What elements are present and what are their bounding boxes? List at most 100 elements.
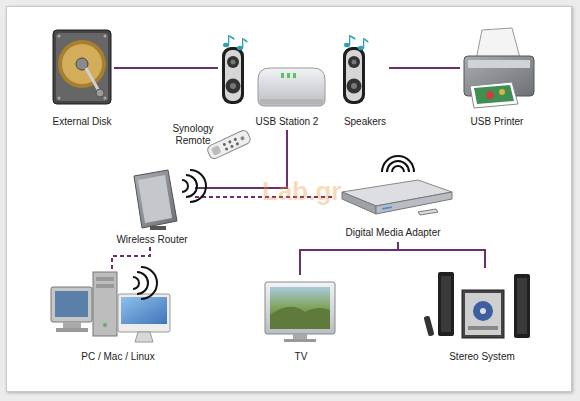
- device-label: USB Station 2: [237, 116, 337, 128]
- music-note-symbol: [229, 35, 234, 40]
- stereo-illustration: [441, 276, 451, 332]
- device-label: Digital Media Adapter: [323, 227, 463, 239]
- computer-illustration: [55, 291, 88, 317]
- music-note-symbol: [243, 38, 247, 43]
- remote-illustration: [240, 136, 245, 141]
- remote-illustration: [230, 144, 234, 148]
- computer-illustration: [121, 297, 167, 324]
- printer-illustration: [468, 60, 530, 68]
- stereo-illustration: [480, 308, 486, 314]
- music-note-symbol: [350, 35, 355, 40]
- computer-illustration: [103, 323, 107, 327]
- stereo-illustration: [473, 301, 493, 321]
- computer-illustration: [93, 272, 117, 336]
- cable-line: [300, 242, 398, 275]
- hard-disk-illustration: [58, 40, 106, 88]
- speaker-illustration: [222, 47, 244, 104]
- speaker-illustration: [227, 56, 239, 68]
- speaker-illustration: [225, 50, 241, 101]
- hard-disk-illustration: [58, 97, 61, 100]
- usb-station-illustration: [293, 73, 296, 78]
- hard-disk-illustration: [96, 89, 104, 97]
- computer-illustration: [51, 272, 170, 342]
- media-adapter-illustration: [382, 206, 392, 210]
- device-label: PC / Mac / Linux: [58, 351, 178, 363]
- usb-station-illustration: [281, 73, 284, 78]
- music-note-symbol: [349, 35, 350, 45]
- router-illustration: [134, 170, 177, 228]
- usb-station-illustration: [258, 68, 325, 106]
- tv-illustration: [284, 339, 316, 342]
- device-node: External Disk: [50, 25, 114, 129]
- router-illustration: [134, 170, 177, 230]
- wifi-symbol: [382, 156, 414, 172]
- cable-line: [114, 67, 218, 69]
- media-adapter-illustration: [342, 180, 452, 215]
- remote-illustration: [233, 137, 237, 141]
- printer-illustration: [499, 89, 505, 95]
- usb-station-illustration: [258, 68, 325, 106]
- media-adapter-illustration: [418, 209, 438, 215]
- wifi-symbol: [382, 156, 414, 172]
- speaker-illustration: [348, 56, 360, 68]
- tv-illustration: [265, 282, 335, 334]
- music-note-symbol: [228, 35, 229, 45]
- music-note-symbol: [223, 35, 368, 50]
- hard-disk-illustration: [56, 33, 108, 101]
- stereo-illustration: [465, 293, 501, 335]
- printer-illustration: [476, 28, 520, 60]
- speaker-illustration: [222, 47, 244, 104]
- media-adapter-illustration: [342, 192, 376, 214]
- computer-illustration: [96, 284, 114, 288]
- device-label: Wireless Router: [102, 234, 202, 246]
- remote-illustration: [211, 145, 222, 156]
- wifi-symbol: [387, 161, 409, 172]
- cable-line: [389, 67, 460, 69]
- music-note-symbol: [242, 38, 243, 48]
- hard-disk-illustration: [53, 30, 111, 104]
- device-label: Speakers: [325, 116, 405, 128]
- remote-illustration: [235, 142, 239, 146]
- remote-illustration: [225, 147, 229, 151]
- printer-illustration: [464, 28, 534, 108]
- speaker-illustration: [231, 60, 236, 65]
- device-node: Digital Media Adapter: [335, 150, 455, 242]
- hard-disk-illustration: [62, 44, 102, 84]
- music-note-symbol: [363, 38, 364, 48]
- wifi-symbol: [190, 170, 206, 202]
- device-node: Wireless Router: [110, 165, 195, 247]
- stereo-illustration: [468, 326, 498, 330]
- device-node: Speakers: [341, 28, 389, 130]
- remote-illustration: [222, 142, 226, 146]
- printer-illustration: [470, 82, 518, 108]
- wifi-symbol: [182, 170, 206, 202]
- speaker-illustration: [230, 83, 236, 89]
- printer-illustration: [474, 85, 514, 104]
- remote-illustration: [228, 140, 232, 144]
- computer-illustration: [63, 322, 81, 328]
- wifi-symbol: [137, 272, 148, 294]
- stereo-illustration: [514, 274, 530, 338]
- stereo-illustration: [438, 272, 454, 336]
- music-note-symbol: [364, 38, 368, 43]
- usb-station-illustration: [260, 99, 323, 104]
- device-label: Synology Remote: [163, 123, 223, 147]
- router-illustration: [150, 226, 166, 230]
- device-node: PC / Mac / Linux: [45, 270, 195, 364]
- device-node: USB Printer: [460, 25, 536, 130]
- device-label: Stereo System: [427, 351, 537, 363]
- hard-disk-illustration: [104, 97, 107, 100]
- device-node: USB Station 2: [218, 28, 332, 130]
- stereo-illustration: [462, 290, 504, 338]
- stereo-illustration: [517, 278, 527, 334]
- tv-illustration: [270, 307, 330, 329]
- wifi-symbol: [141, 267, 157, 299]
- media-adapter-illustration: [376, 192, 452, 214]
- speaker-illustration: [351, 83, 357, 89]
- speaker-illustration: [343, 47, 365, 104]
- printer-illustration: [486, 91, 494, 99]
- wifi-symbol: [182, 180, 188, 192]
- speaker-illustration: [226, 79, 241, 94]
- watermark: Lab.gr: [262, 176, 341, 207]
